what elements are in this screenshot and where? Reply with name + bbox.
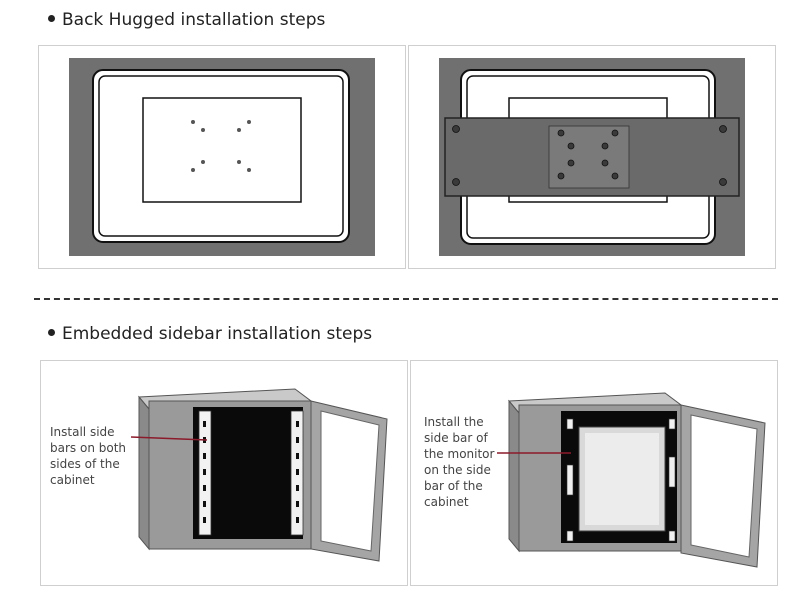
vesa-holes <box>191 120 251 172</box>
monitor-rear-illustration <box>69 58 375 256</box>
back-hugged-step-1-panel <box>38 45 406 269</box>
section-divider <box>34 298 778 300</box>
monitor-side-bar-caption: Install the side bar of the monitor on t… <box>424 415 495 509</box>
bar-slot <box>296 437 299 443</box>
screw-icon <box>557 172 565 180</box>
annotation-pointer <box>130 436 208 441</box>
bar-slot <box>203 517 206 523</box>
bar-slot <box>296 501 299 507</box>
monitor-back-plate <box>142 97 302 203</box>
vesa-hole <box>201 160 205 164</box>
vesa-hole <box>247 120 251 124</box>
vesa-hole <box>237 160 241 164</box>
bar-slot <box>296 485 299 491</box>
screw-icon <box>611 172 619 180</box>
mount-clip <box>566 418 574 430</box>
vesa-hole <box>191 120 195 124</box>
bar-slot <box>296 517 299 523</box>
back-hugged-step-2-panel <box>408 45 776 269</box>
vesa-hole <box>247 168 251 172</box>
bar-slot <box>203 469 206 475</box>
vesa-hole <box>237 128 241 132</box>
screw-icon <box>601 159 609 167</box>
monitor-in-cabinet-illustration <box>497 392 766 568</box>
bar-slot <box>296 469 299 475</box>
screw-icon <box>567 142 575 150</box>
mount-clip <box>668 418 676 430</box>
vesa-hole <box>191 168 195 172</box>
bar-slot <box>203 501 206 507</box>
bar-slot <box>203 485 206 491</box>
monitor-bracket-illustration <box>439 58 745 256</box>
screw-icon <box>567 159 575 167</box>
screw-icon <box>601 142 609 150</box>
screw-icon <box>719 178 727 186</box>
mount-clip <box>566 464 574 496</box>
bar-slot <box>296 421 299 427</box>
bar-slot <box>203 421 206 427</box>
section-heading-back-hugged: Back Hugged installation steps <box>48 10 325 30</box>
vesa-hole <box>201 128 205 132</box>
monitor-bezel <box>98 75 344 237</box>
embedded-step-2-panel <box>410 360 778 586</box>
section-heading-text: Back Hugged installation steps <box>62 10 326 30</box>
section-heading-text: Embedded sidebar installation steps <box>62 324 373 344</box>
screw-icon <box>719 125 727 133</box>
mount-clip <box>668 530 676 542</box>
bar-slot <box>296 453 299 459</box>
mount-clip <box>668 456 676 488</box>
mount-clip <box>566 530 574 542</box>
door-glass <box>320 410 380 552</box>
section-heading-embedded-sidebar: Embedded sidebar installation steps <box>48 324 372 344</box>
monitor-screen-inner <box>585 433 659 525</box>
bracket-screws <box>452 125 727 186</box>
cabinet-sidebar-illustration <box>130 388 388 562</box>
side-bar-caption: Install side bars on both sides of the c… <box>50 425 127 487</box>
embedded-step-1-panel <box>40 360 408 586</box>
screw-icon <box>611 129 619 137</box>
screw-icon <box>557 129 565 137</box>
cabinet-side <box>138 395 150 551</box>
bar-slot <box>203 453 206 459</box>
cabinet-side <box>508 399 520 553</box>
bullet-icon <box>48 328 55 336</box>
bullet-icon <box>48 14 55 22</box>
screw-icon <box>452 178 460 186</box>
door-glass <box>690 414 758 558</box>
screw-icon <box>452 125 460 133</box>
